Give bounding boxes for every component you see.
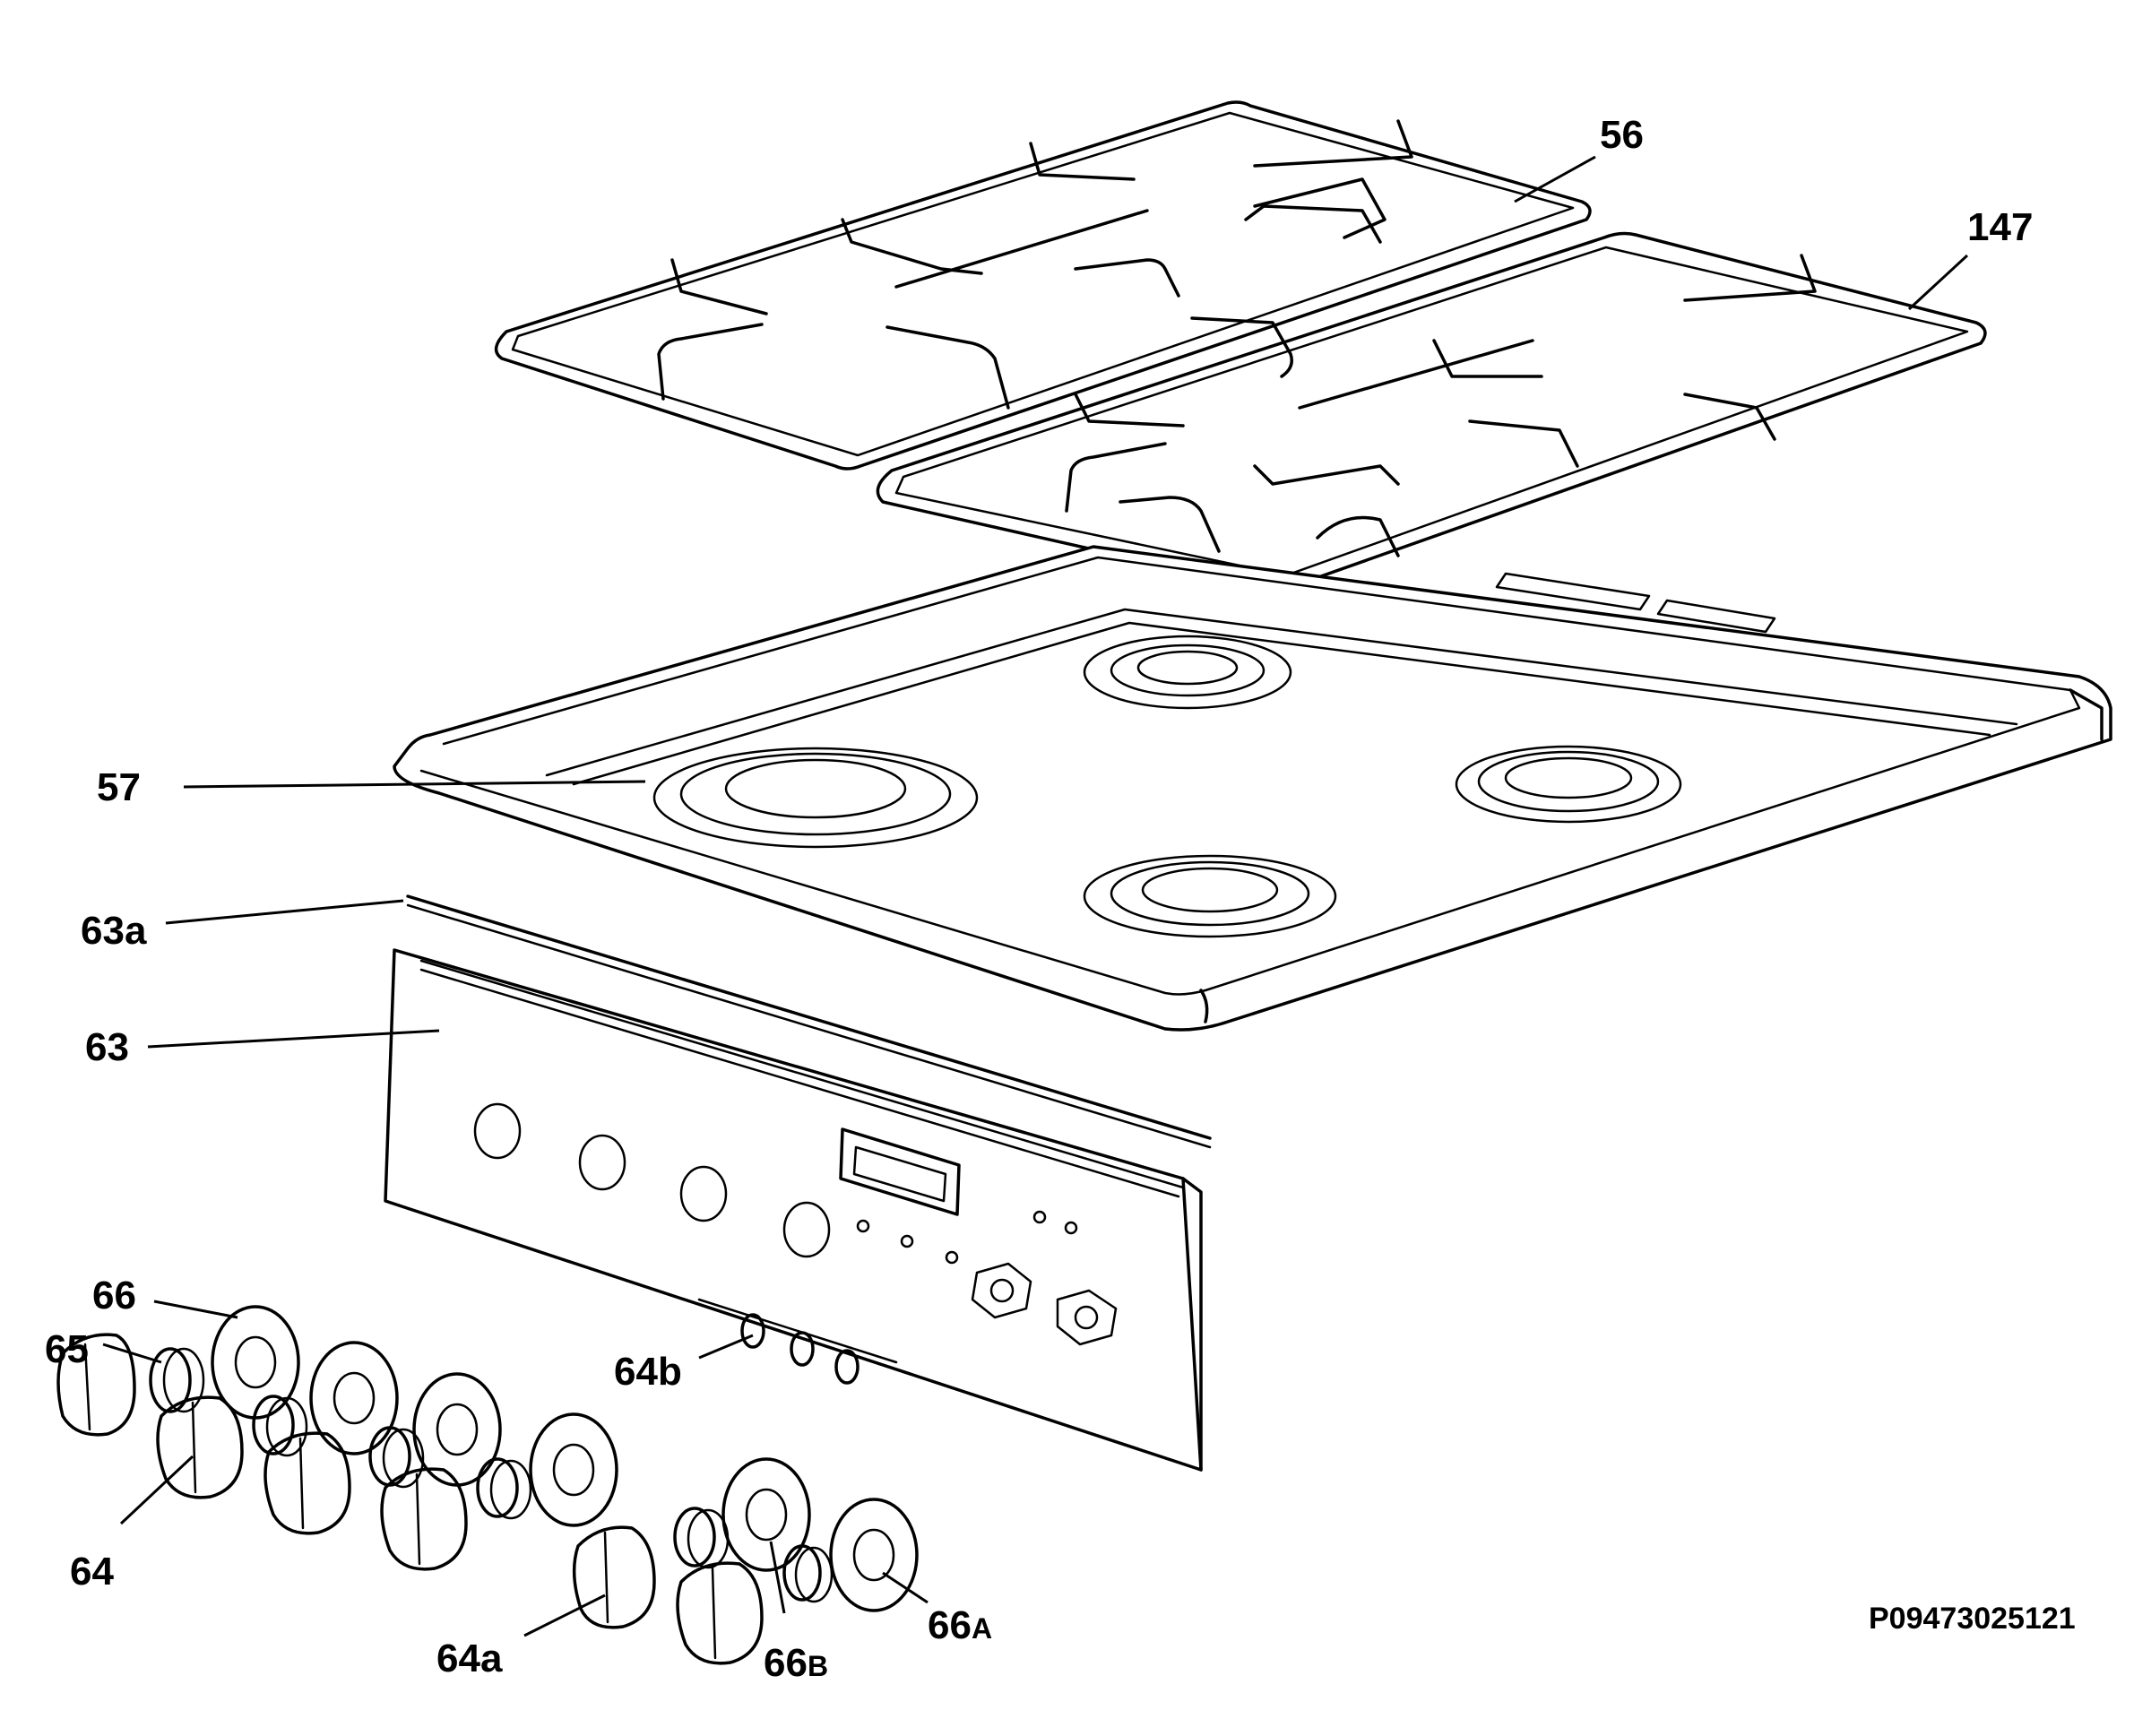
bezel-66a	[829, 1498, 919, 1612]
button-1	[971, 1262, 1032, 1319]
control-panel-63	[384, 948, 1203, 1472]
knob-3	[263, 1431, 351, 1535]
label-63: 63	[85, 1025, 129, 1069]
label-65: 65	[45, 1327, 89, 1371]
bezel-66b	[721, 1457, 811, 1572]
spring-2	[252, 1395, 308, 1457]
part-labels: 56 147 57 63a 63 66 65 64 64b 64a 66A 66…	[45, 113, 2076, 1685]
knob-64-2	[156, 1395, 244, 1499]
label-66a: 66A	[928, 1603, 992, 1647]
leader-lines	[102, 155, 1969, 1637]
label-63a: 63a	[81, 909, 147, 953]
spring-65	[149, 1347, 205, 1413]
seal-strip-63a	[406, 894, 1212, 1149]
bezel-4	[529, 1412, 618, 1527]
burner-front	[1083, 854, 1337, 938]
burner-rear	[1083, 635, 1292, 710]
spring-4	[476, 1457, 532, 1520]
knob-hole-3	[679, 1165, 728, 1222]
label-56: 56	[1600, 113, 1644, 157]
display-window	[839, 1127, 961, 1216]
pan-support-147	[876, 231, 1987, 592]
pan-support-56	[494, 100, 1592, 471]
burner-right	[1455, 745, 1682, 824]
knob-hole-2	[578, 1134, 626, 1191]
label-66b: 66B	[764, 1641, 828, 1685]
knob-hole-1	[473, 1102, 522, 1160]
label-57: 57	[97, 765, 141, 809]
knob-64-1	[56, 1333, 136, 1437]
label-64a: 64a	[436, 1637, 503, 1680]
bezel-2	[309, 1341, 399, 1455]
hob-top-57	[393, 545, 2112, 1032]
label-64b: 64b	[614, 1350, 682, 1394]
knob-64a	[572, 1525, 656, 1629]
label-147: 147	[1967, 205, 2033, 249]
burner-left-large	[652, 747, 979, 849]
spring-lower-2	[782, 1544, 834, 1603]
label-66: 66	[92, 1274, 136, 1317]
fixings-64b	[697, 1298, 898, 1385]
label-64: 64	[70, 1550, 114, 1593]
drawing-code: P09473025121	[1869, 1602, 2076, 1636]
knob-lower-2	[676, 1561, 764, 1665]
button-2	[1056, 1289, 1118, 1346]
spring-lower	[673, 1507, 730, 1569]
knob-4	[380, 1467, 468, 1571]
knob-hole-4	[782, 1201, 831, 1258]
